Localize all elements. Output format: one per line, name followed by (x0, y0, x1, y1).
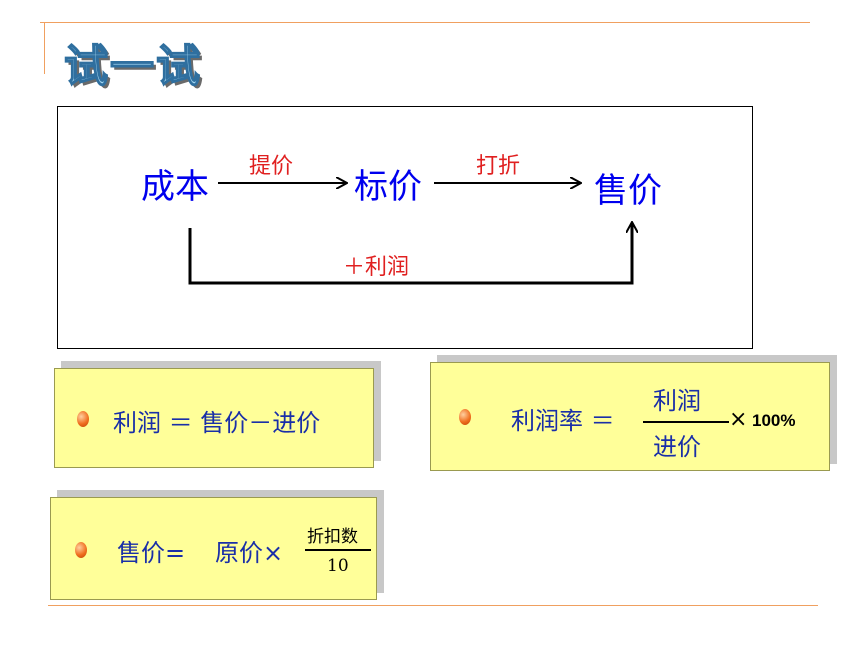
bullet-icon (75, 542, 87, 558)
label-markup: 提价 (249, 154, 294, 179)
arrow-profit-path (188, 223, 632, 285)
node-sale-price: 售价 (594, 171, 662, 211)
slide-title: 试一试 (63, 40, 202, 93)
fraction-bar (643, 421, 729, 423)
bullet-icon (459, 409, 471, 425)
profit-formula: 利润 ＝ 售价－进价 (113, 409, 321, 437)
profit-rate-label: 利润率 ＝ (511, 407, 615, 435)
node-cost: 成本 (141, 167, 209, 207)
sale-price-label: 售价= (117, 539, 186, 567)
label-discount: 打折 (476, 154, 521, 179)
times-sign: × (729, 407, 748, 432)
card-profit-rate: 利润率 ＝ 利润 进价 × 100% (430, 362, 830, 471)
fraction-bar (305, 549, 371, 551)
flow-arrows (188, 107, 754, 285)
card-sale-price: 售价= 原价× 折扣数 10 (50, 497, 377, 600)
node-list-price: 标价 (354, 167, 422, 207)
profit-rate-denominator: 进价 (653, 433, 701, 461)
original-price-times: 原价× (215, 539, 284, 567)
discount-numerator: 折扣数 (307, 527, 358, 547)
bullet-icon (77, 411, 89, 427)
percent-factor: 100% (752, 411, 796, 430)
left-rule (44, 22, 45, 74)
top-rule (40, 22, 810, 23)
label-plus-profit: ＋利润 (343, 255, 410, 280)
card-profit: 利润 ＝ 售价－进价 (54, 368, 374, 468)
discount-denominator: 10 (327, 556, 349, 576)
profit-rate-numerator: 利润 (653, 387, 701, 415)
flow-diagram: 成本 标价 售价 提价 打折 ＋利润 (57, 106, 753, 349)
bottom-rule (48, 605, 818, 606)
